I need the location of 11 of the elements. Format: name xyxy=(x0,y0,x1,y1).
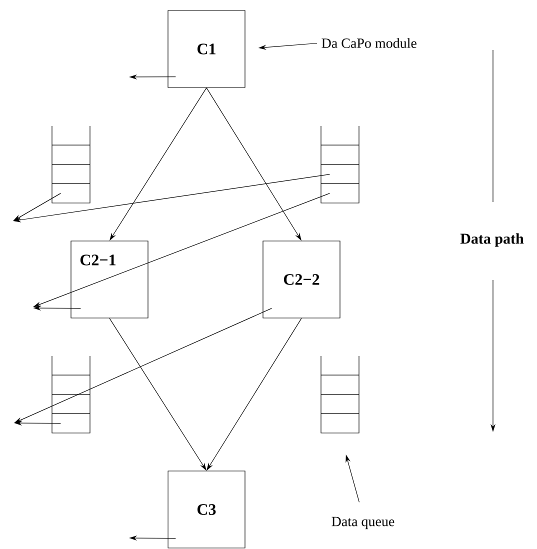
queue-drawing xyxy=(320,356,360,434)
module-box: C3 xyxy=(168,470,246,548)
direction-label: Data path xyxy=(460,233,524,247)
queue-drawing xyxy=(320,126,360,204)
queue-drawing xyxy=(52,126,90,204)
annotation-text: Data queue xyxy=(332,516,394,530)
annotation-text: Da CaPo module xyxy=(322,38,416,48)
queue-drawing xyxy=(52,356,90,434)
module-box: C2−2 xyxy=(262,240,340,318)
module-box: C1 xyxy=(168,10,246,88)
module-box: C2−1 xyxy=(70,240,148,318)
